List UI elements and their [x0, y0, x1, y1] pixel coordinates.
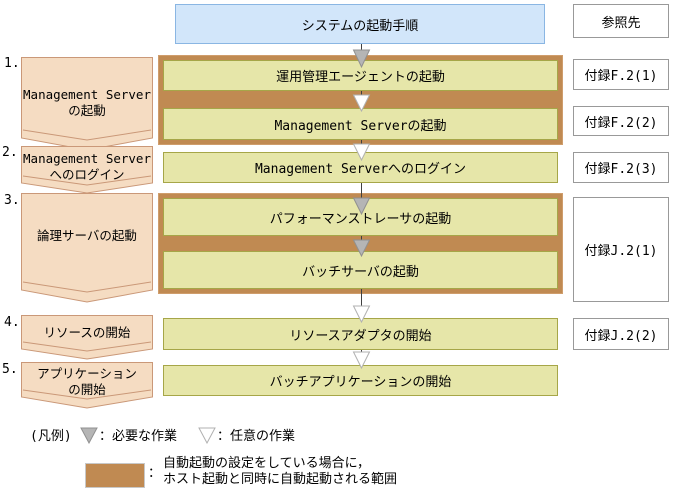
- task-label: バッチアプリケーションの開始: [269, 375, 452, 390]
- reference-box-4: 付録J.2(1): [573, 197, 669, 302]
- reference-label: 付録F.2(3): [584, 162, 658, 177]
- reference-label: 付録J.2(1): [584, 244, 658, 259]
- banner-crease: [22, 281, 152, 293]
- step-banner-shape: [21, 362, 153, 409]
- step-label-line: リソースの開始: [44, 325, 131, 340]
- reference-box-1: 付録F.2(1): [573, 59, 669, 90]
- auto-start-legend-swatch: [85, 463, 145, 488]
- optional-arrow-legend-icon: [198, 427, 216, 444]
- task-label: Management Serverへのログイン: [254, 162, 467, 177]
- task-box-operation-agent: 運用管理エージェントの起動: [163, 60, 558, 91]
- step-label-line: アプリケーション: [37, 366, 137, 381]
- task-label: 運用管理エージェントの起動: [276, 70, 445, 85]
- reference-label: 付録F.2(2): [584, 115, 658, 131]
- figure-title-box: システムの起動手順: [175, 4, 545, 44]
- task-label: パフォーマンストレーサの起動: [269, 211, 452, 227]
- reference-label: 付録F.2(1): [584, 69, 658, 84]
- task-label: リソースアダプタの開始: [289, 328, 432, 344]
- step-number-2: 2.: [2, 145, 18, 160]
- step-banner-1: Management Server の起動: [21, 57, 153, 151]
- task-box-batch-server: バッチサーバの起動: [163, 251, 558, 289]
- step-label-line: へのログイン: [49, 167, 124, 182]
- reference-header: 参照先: [601, 15, 641, 31]
- step-label-line: 論理サーバの起動: [37, 228, 137, 243]
- step-banner-shape: [21, 146, 153, 194]
- step-label-line: Management Server: [23, 151, 151, 166]
- step-banner-3: 論理サーバの起動: [21, 193, 153, 303]
- task-box-management-server-start: Management Serverの起動: [163, 108, 558, 140]
- legend-auto-line-1: 自動起動の設定をしている場合に，: [163, 456, 370, 471]
- step-banner-shape: [21, 193, 153, 303]
- banner-crease: [22, 175, 152, 186]
- step-banner-5: アプリケーション の開始: [21, 362, 153, 409]
- step-banner-shape: [21, 315, 153, 360]
- figure-title: システムの起動手順: [301, 18, 419, 34]
- required-arrow-legend-icon: [80, 427, 98, 444]
- reference-label: 付録J.2(2): [584, 328, 658, 344]
- reference-box-2: 付録F.2(2): [573, 106, 669, 136]
- banner-crease: [22, 129, 152, 141]
- step-number-1: 1.: [4, 56, 20, 71]
- step-label-line: の開始: [68, 382, 106, 397]
- banner-crease: [22, 341, 152, 352]
- reference-box-5: 付録J.2(2): [573, 318, 669, 350]
- step-label-line: の起動: [68, 103, 106, 118]
- reference-header-box: 参照先: [573, 4, 669, 38]
- step-banner-2: Management Server へのログイン: [21, 146, 153, 194]
- step-number-3: 3.: [4, 193, 20, 208]
- banner-crease: [22, 389, 152, 400]
- task-label: Management Serverの起動: [274, 118, 447, 134]
- task-box-batch-application: バッチアプリケーションの開始: [163, 365, 558, 396]
- task-box-resource-adapter: リソースアダプタの開始: [163, 318, 558, 350]
- legend-auto-start-description: 自動起動の設定をしている場合に， ホスト起動と同時に自動起動される範囲: [163, 456, 397, 488]
- step-banner-shape: [21, 57, 153, 151]
- step-number-4: 4.: [4, 315, 20, 330]
- legend-optional-label: ：任意の作業: [217, 429, 296, 444]
- step-number-5: 5.: [2, 362, 18, 377]
- step-label-line: Management Server: [23, 87, 151, 102]
- step-banner-4: リソースの開始: [21, 315, 153, 360]
- task-box-performance-tracer: パフォーマンストレーサの起動: [163, 198, 558, 236]
- legend-required-label: ：必要な作業: [99, 429, 178, 444]
- legend-auto-line-2: ホスト起動と同時に自動起動される範囲: [163, 472, 398, 487]
- task-box-management-server-login: Management Serverへのログイン: [163, 152, 558, 183]
- task-label: バッチサーバの起動: [302, 264, 419, 280]
- reference-box-3: 付録F.2(3): [573, 152, 669, 183]
- legend-title: (凡例): [30, 429, 72, 444]
- legend-colon: ：: [148, 466, 162, 481]
